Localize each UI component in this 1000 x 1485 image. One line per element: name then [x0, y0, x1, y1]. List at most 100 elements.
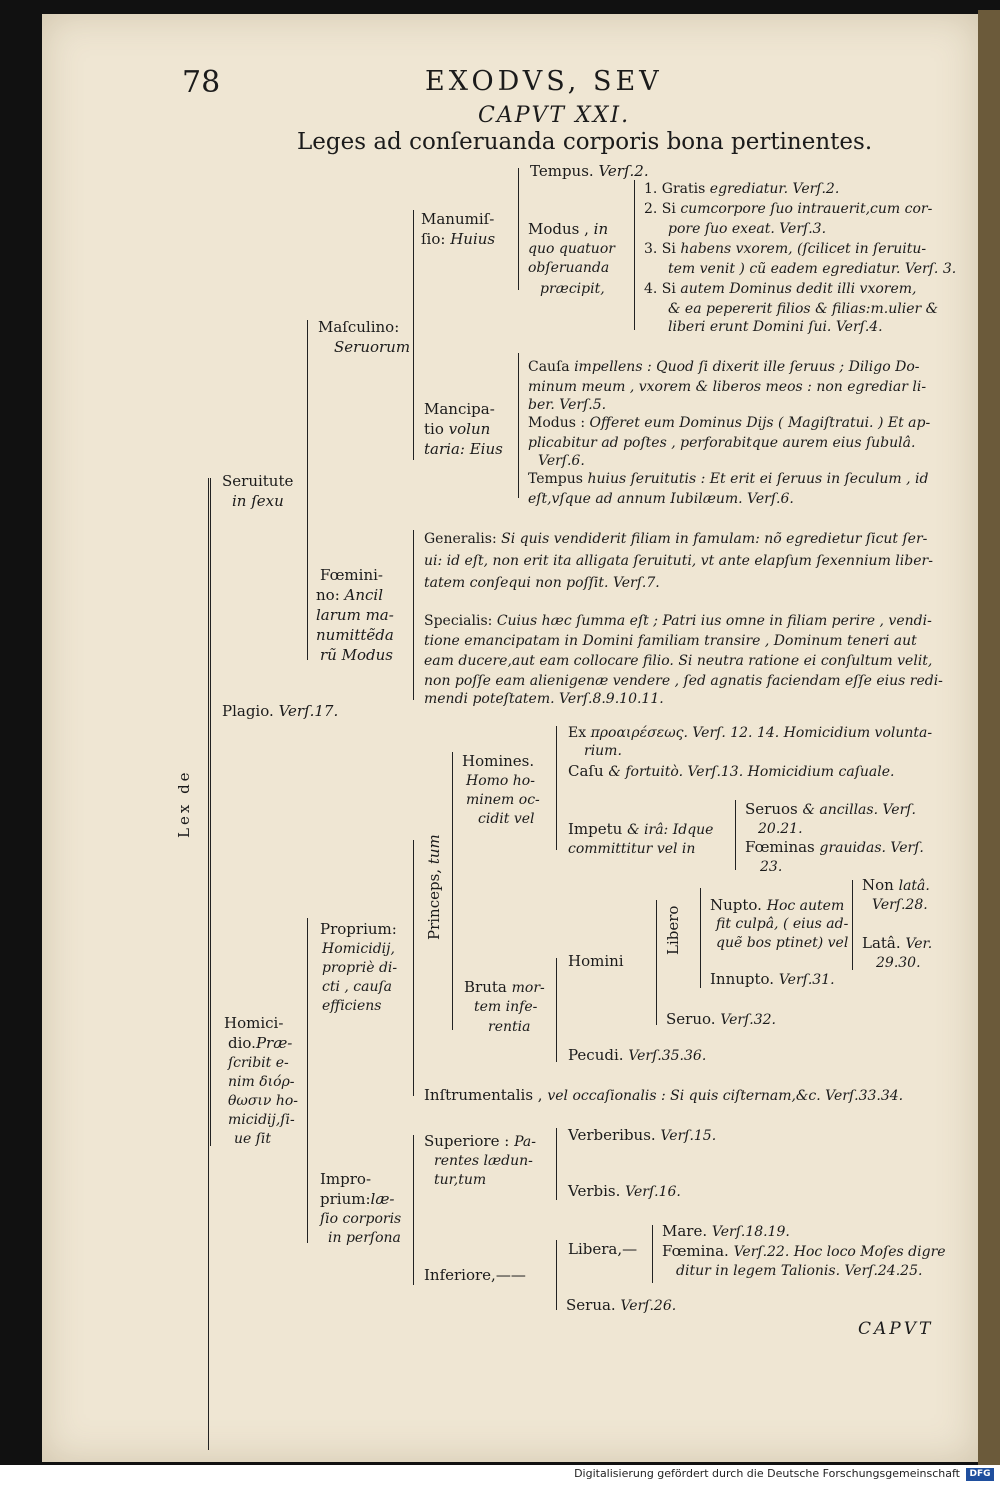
specialis-text: Cuius hæc ſumma eſt ; Patri ius omne in …: [496, 613, 932, 629]
libero: Libero: [664, 905, 682, 955]
nupto: Nupto.: [710, 896, 762, 914]
brace-bruta: [556, 958, 557, 1062]
brace-princeps: [452, 752, 453, 1030]
brace-libera: [652, 1225, 653, 1283]
verbis-ref: Verſ.16.: [625, 1184, 681, 1200]
improprium-2i: læ-: [370, 1190, 395, 1208]
side-label: Lex de: [175, 769, 193, 838]
mare: Mare.: [662, 1222, 708, 1240]
seruitute-sub: in ſexu: [232, 492, 284, 510]
brace-nupto: [852, 880, 853, 970]
homicidio-7: ue ſit: [234, 1131, 272, 1147]
mancipatio-2i: volun: [448, 420, 491, 438]
ex: Ex: [568, 725, 587, 741]
inferiore: Inferiore,——: [424, 1266, 526, 1284]
foeminas-ref: 23.: [760, 859, 783, 875]
specialis: Specialis:: [424, 613, 493, 629]
casu: Caſu: [568, 762, 604, 780]
chapter-heading: CAPVT XXI.: [478, 103, 631, 128]
foemino-5: rũ Modus: [320, 646, 393, 664]
brace-main: [210, 478, 211, 1146]
improprium-3: ſio corporis: [320, 1211, 402, 1227]
innupto-ref: Verſ.31.: [778, 972, 835, 988]
page-number: 78: [182, 65, 221, 100]
bruta: Bruta: [464, 978, 507, 996]
modus-1: Modus ,: [528, 220, 589, 238]
m4-cont2: liberi erunt Domini ſui. Verſ.4.: [668, 319, 883, 335]
serua: Serua.: [566, 1296, 616, 1314]
nupto-text: Hoc autem: [766, 898, 845, 914]
brace-homini: [656, 900, 657, 1025]
foeminas: Fœminas: [745, 838, 815, 856]
mancipatio-2: tio: [424, 420, 444, 438]
seruos-text: & ancillas. Verſ.: [802, 802, 916, 818]
innupto: Innupto.: [710, 970, 775, 988]
bruta-3: rentia: [488, 1019, 531, 1035]
non-sub: latâ.: [898, 878, 930, 894]
modus-3: obſeruanda: [528, 260, 610, 276]
generalis-cont2: tatem conſequi non poſſit. Verſ.7.: [424, 575, 660, 591]
seruos: Seruos: [745, 800, 798, 818]
homines: Homines.: [462, 752, 535, 770]
proprium-5: efficiens: [322, 998, 382, 1014]
modus2-text: Offeret eum Dominus Dijs ( Magiſtratui. …: [589, 415, 931, 431]
homicidio-1: Homici-: [224, 1014, 284, 1032]
specialis-cont2: eam ducere,aut eam collocare filio. Si n…: [424, 653, 933, 669]
proprium-4: cti , cauſa: [322, 979, 393, 995]
impetu-cont: committitur vel in: [568, 841, 696, 857]
brace-foem: [413, 530, 414, 700]
superiore-2: rentes lædun-: [434, 1153, 533, 1169]
manumissio-2: ſio:: [421, 230, 446, 248]
foemino-3: larum ma-: [316, 606, 394, 624]
m3-text: habens vxorem, (ſcilicet in ſeruitu-: [680, 241, 927, 257]
footer-credit: Digitalisierung gefördert durch die Deut…: [574, 1467, 960, 1480]
brace-masc: [413, 210, 414, 460]
book-page: [42, 14, 978, 1462]
brace-lex: [208, 478, 209, 1450]
brace-sexu: [307, 320, 308, 660]
modus2: Modus :: [528, 415, 586, 431]
catchword: CAPVT: [858, 1319, 934, 1339]
dfg-logo: DFG: [966, 1468, 994, 1481]
masculino-sub: Seruorum: [334, 338, 411, 356]
foeminas-text: grauidas. Verſ.: [819, 840, 924, 856]
brace-improp: [413, 1135, 414, 1285]
nupto-cont: fit culpâ, ( eius ad-: [716, 916, 849, 932]
tempus2-text: huius ſeruitutis : Et erit ei ſeruus in …: [587, 471, 929, 487]
brace-impetu: [735, 800, 736, 870]
generalis-text: Si quis vendiderit filiam in famulam: nõ…: [501, 531, 928, 547]
foemina-text: Verſ.22. Hoc loco Moſes digre: [733, 1244, 946, 1260]
proprium: Proprium:: [320, 920, 397, 938]
nupto-cont2: quẽ bos ptinet) vel: [716, 935, 849, 951]
tempus2-cont: eſt,vſque ad annum Iubilæum. Verſ.6.: [528, 491, 794, 507]
ex-text: προαιρέσεως. Verſ. 12. 14. Homicidium vo…: [590, 725, 933, 741]
seruos-ref: 20.21.: [758, 821, 803, 837]
brace-superiore: [556, 1128, 557, 1200]
homicidio-5: θωσιν ho-: [228, 1093, 299, 1109]
causa-cont2: ber. Verſ.5.: [528, 397, 607, 413]
proprium-3: propriè di-: [322, 960, 398, 976]
brace-proprium: [413, 840, 414, 1096]
princeps-sub: tum: [425, 834, 443, 865]
tempus2: Tempus: [528, 471, 583, 487]
homicidio-2i: Præ-: [255, 1034, 293, 1052]
brace-homicid: [307, 918, 308, 1243]
specialis-cont4: mendi poteſtatem. Verſ.8.9.10.11.: [424, 691, 664, 707]
improprium-1: Impro-: [320, 1170, 372, 1188]
m2-cont: pore ſuo exeat. Verſ.3.: [668, 221, 827, 237]
non-ref: Verſ.28.: [872, 897, 928, 913]
brace-inferiore: [556, 1240, 557, 1310]
seruo: Seruo.: [666, 1010, 716, 1028]
verberibus: Verberibus.: [568, 1126, 656, 1144]
princeps: Princeps,: [425, 868, 443, 940]
serua-ref: Verſ.26.: [620, 1298, 677, 1314]
generalis-cont: ui: id eſt, non erit ita alligata ſeruit…: [424, 553, 933, 569]
impetu-text: & irâ: Idque: [627, 822, 714, 838]
modus2-cont: plicabitur ad poſtes , perforabitque aur…: [528, 435, 916, 451]
seruo-ref: Verſ.32.: [720, 1012, 777, 1028]
foemina-cont: ditur in legem Talionis. Verſ.24.25.: [676, 1263, 923, 1279]
m1: 1. Gratis: [644, 181, 706, 197]
brace-manumissio: [518, 168, 519, 290]
improprium-2: prium:: [320, 1190, 371, 1208]
bruta-2: tem infe-: [474, 999, 538, 1015]
